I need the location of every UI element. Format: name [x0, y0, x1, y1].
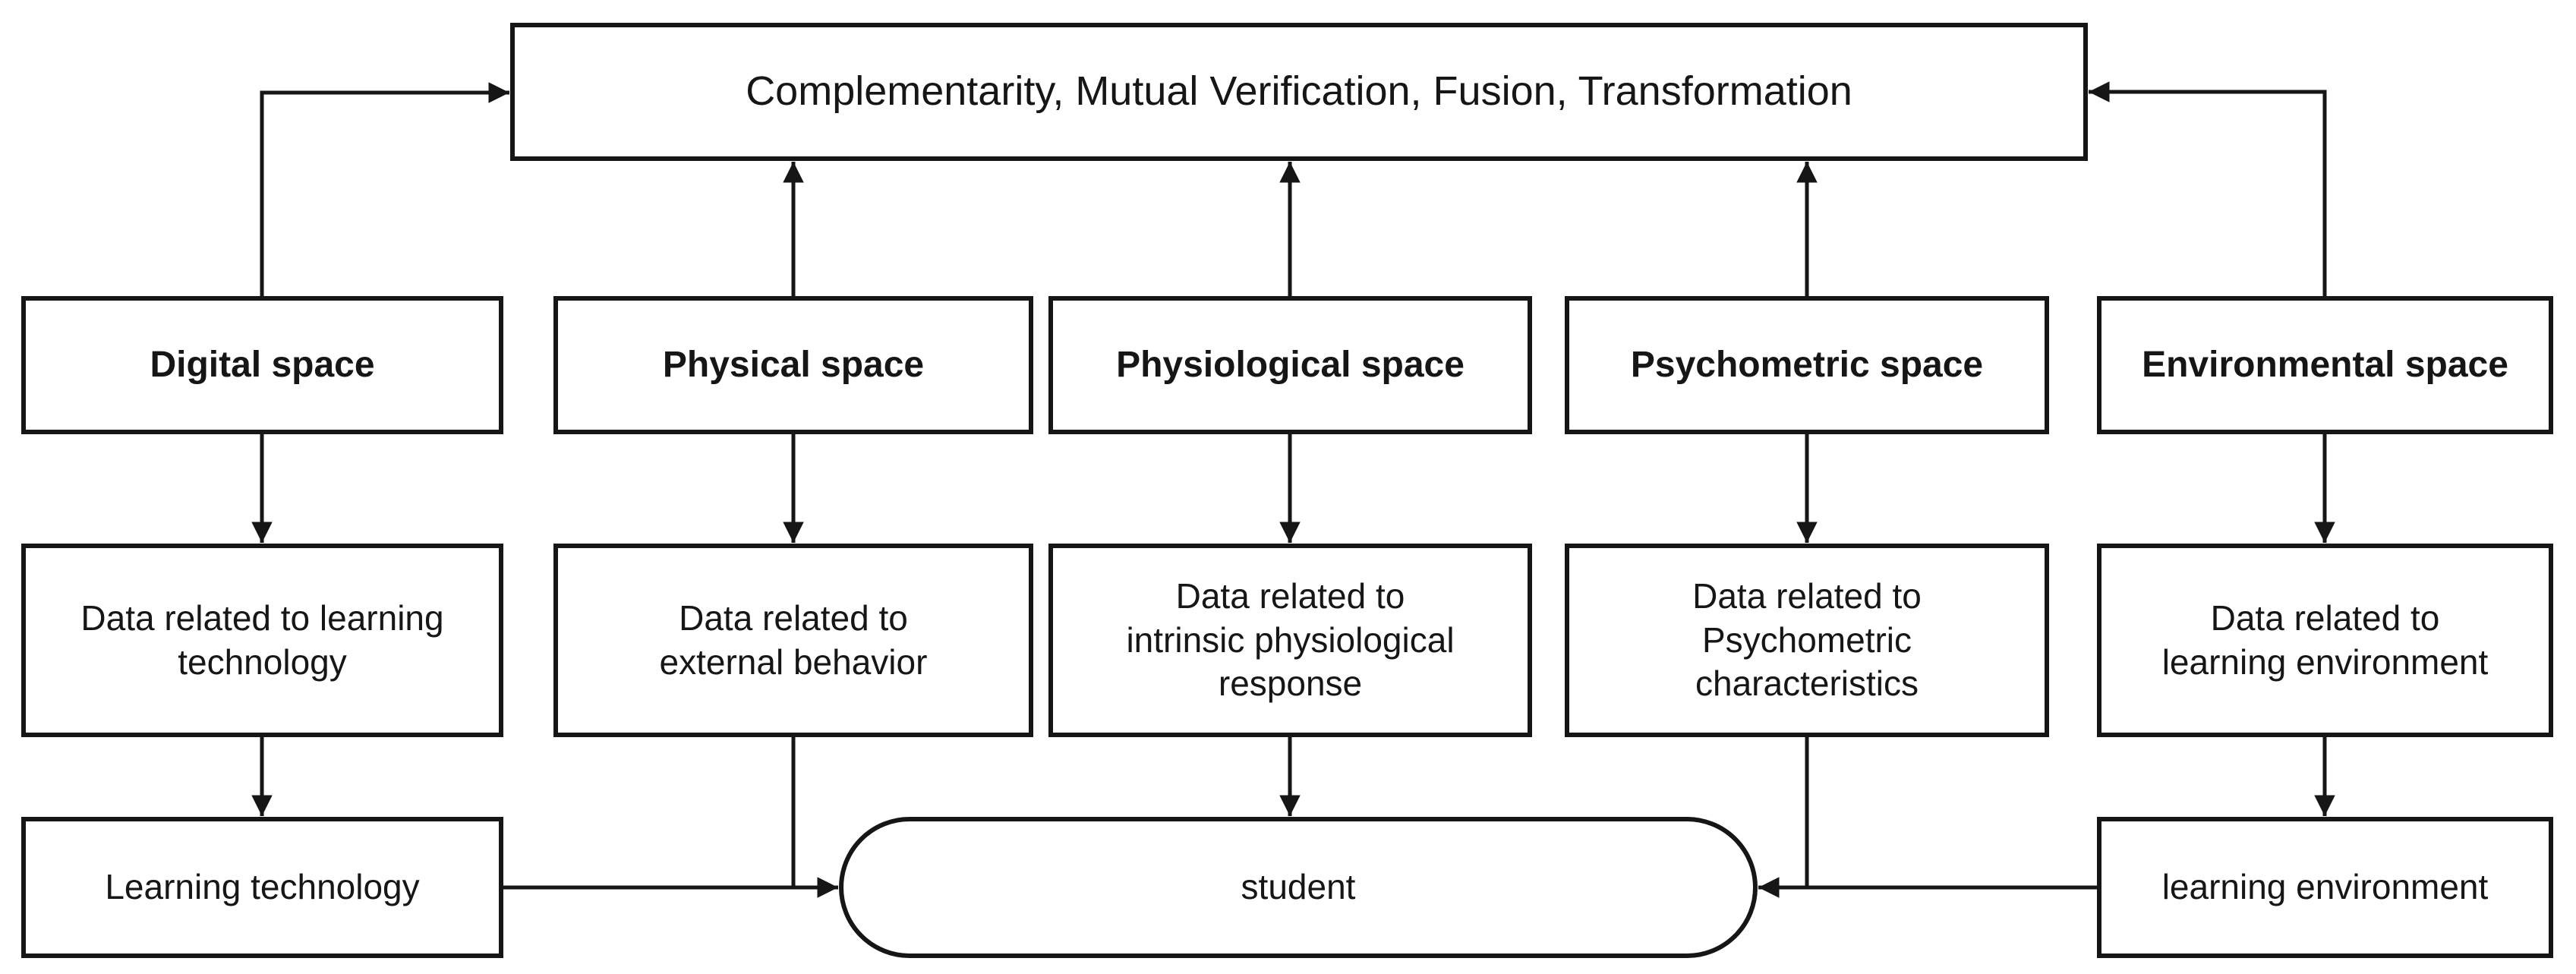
learning-environment-box: learning environment [2097, 817, 2553, 958]
student-stadium: student [839, 817, 1758, 958]
psychometric-data-box: Data related to Psychometric characteris… [1565, 544, 2049, 737]
environmental-space-label: Environmental space [2142, 345, 2508, 385]
physiological-space-label: Physiological space [1116, 345, 1465, 385]
digital-data-box: Data related to learning technology [21, 544, 503, 737]
environmental-data-box: Data related to learning environment [2097, 544, 2553, 737]
digital-data-label: Data related to learning technology [80, 598, 444, 682]
digital-space-label: Digital space [150, 345, 375, 385]
environmental-space-box: Environmental space [2097, 296, 2553, 434]
physiological-space-box: Physiological space [1048, 296, 1532, 434]
psychometric-data-label: Data related to Psychometric characteris… [1692, 576, 1922, 704]
psychometric-space-label: Psychometric space [1630, 345, 1984, 385]
physical-space-box: Physical space [553, 296, 1033, 434]
learning-technology-label: Learning technology [105, 867, 420, 907]
physiological-data-box: Data related to intrinsic physiological … [1048, 544, 1532, 737]
fusion-transformation-label: Complementarity, Mutual Verification, Fu… [746, 68, 1852, 115]
fusion-transformation-box: Complementarity, Mutual Verification, Fu… [510, 23, 2088, 161]
learning-technology-box: Learning technology [21, 817, 503, 958]
psychometric-space-box: Psychometric space [1565, 296, 2049, 434]
student-label: student [1241, 867, 1356, 907]
physical-data-box: Data related to external behavior [553, 544, 1033, 737]
learning-environment-label: learning environment [2161, 867, 2489, 907]
physiological-data-label: Data related to intrinsic physiological … [1126, 576, 1455, 704]
arrow-digital-space-to-fusion-box [260, 82, 509, 296]
physical-data-label: Data related to external behavior [659, 598, 928, 682]
physical-space-label: Physical space [662, 345, 925, 385]
digital-space-box: Digital space [21, 296, 503, 434]
environmental-data-label: Data related to learning environment [2161, 598, 2489, 682]
arrow-environmental-space-to-fusion-box [2089, 81, 2327, 296]
